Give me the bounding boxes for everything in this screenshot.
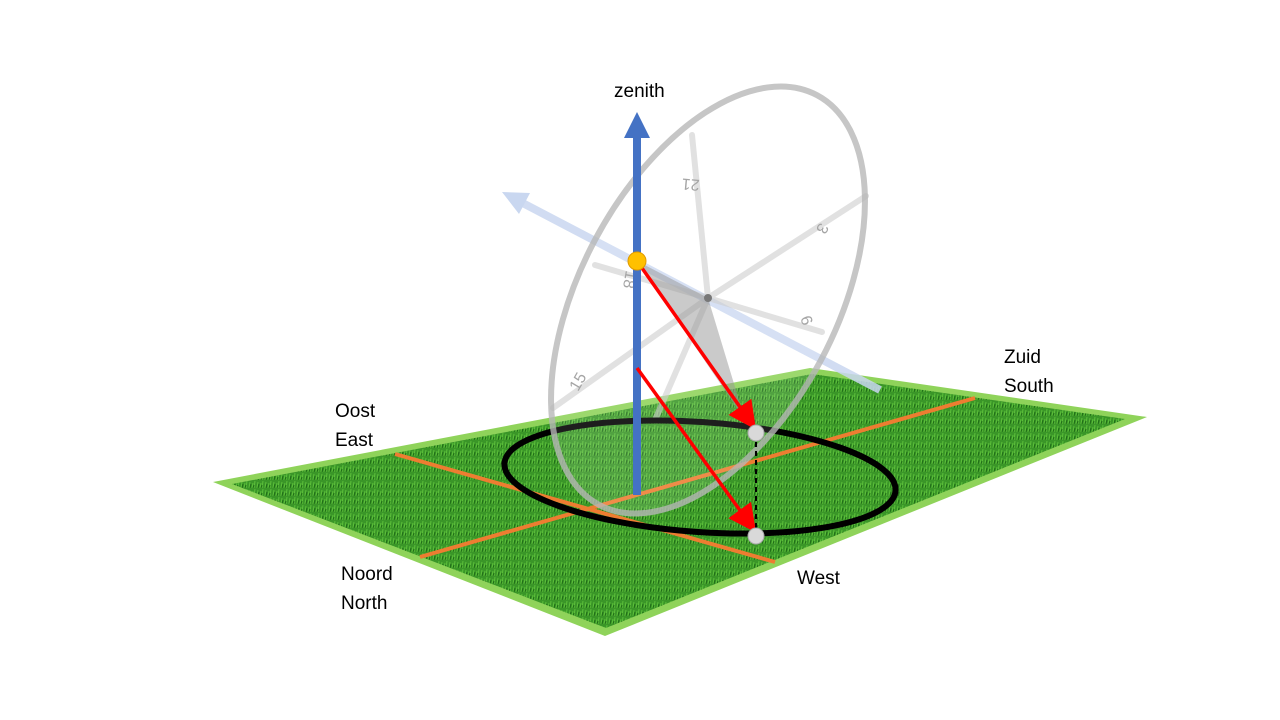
- polar-axis-arrowhead: [502, 192, 530, 214]
- dial-center: [704, 294, 712, 302]
- south-label-nl: Zuid: [1004, 347, 1041, 368]
- east-label-en: East: [335, 430, 374, 451]
- hour-label: 15: [567, 370, 591, 394]
- north-label: Noord North: [341, 560, 393, 618]
- south-label: Zuid South: [1004, 343, 1054, 401]
- projected-ray-arrow: [635, 366, 757, 533]
- dial-ring: [548, 83, 868, 517]
- north-label-nl: Noord: [341, 564, 393, 585]
- north-south-line: [419, 396, 976, 559]
- west-label: West: [797, 568, 840, 589]
- zenith-arrowhead: [624, 112, 650, 138]
- sun-ray-arrow: [635, 259, 757, 430]
- sun-point: [627, 251, 647, 271]
- shadow-point-ground: [747, 527, 765, 545]
- south-label-en: South: [1004, 376, 1054, 397]
- zenith-label: zenith: [614, 81, 665, 102]
- horizon-circle: [501, 417, 899, 537]
- north-label-en: North: [341, 593, 388, 614]
- east-label-nl: Oost: [335, 401, 376, 422]
- shadow-point-dial: [747, 424, 765, 442]
- east-label: Oost East: [335, 397, 375, 455]
- grass-surface: [232, 374, 1125, 628]
- hour-label: 21: [681, 174, 700, 192]
